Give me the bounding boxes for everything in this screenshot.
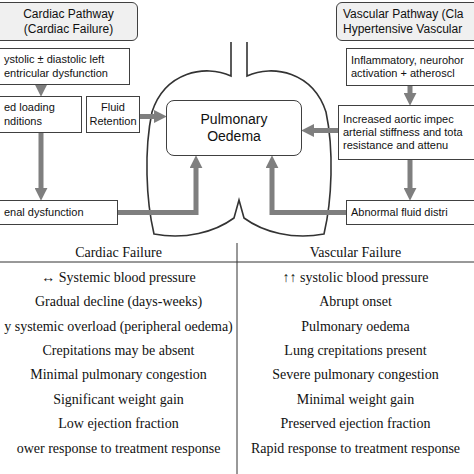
table-cell: Minimal weight gain — [239, 391, 472, 409]
process-box: enal dysfunction — [0, 200, 118, 225]
flow-arrow — [408, 86, 413, 97]
table-divider — [237, 243, 238, 474]
box-text: ystolic ± diastolic left entricular dysf… — [4, 53, 125, 79]
box-text: Inflammatory, neurohor activation + athe… — [351, 54, 469, 80]
flow-arrow — [272, 164, 346, 213]
pathway-header: Vascular Pathway (Cla Hypertensive Vascu… — [336, 2, 474, 41]
box-text: enal dysfunction — [4, 206, 113, 219]
table-cell: Preserved ejection fraction — [239, 415, 472, 433]
flow-arrow — [39, 85, 44, 88]
process-box: ystolic ± diastolic left entricular dysf… — [0, 48, 130, 85]
process-box: Increased aortic impec arterial stiffnes… — [338, 105, 474, 160]
table-cell: Crepitations may be absent — [2, 342, 235, 360]
process-box: Fluid Retention — [86, 96, 140, 133]
process-box: ed loading nditions — [0, 96, 82, 133]
table-cell: ower response to treatment response — [2, 440, 235, 458]
table-header: Vascular Failure — [239, 244, 472, 262]
table-cell: Low ejection fraction — [2, 415, 235, 433]
process-box: Inflammatory, neurohor activation + athe… — [346, 48, 474, 86]
flow-arrow — [408, 160, 413, 192]
lung-outline — [147, 42, 331, 236]
table-cell: Abrupt onset — [239, 293, 472, 311]
table-header: Cardiac Failure — [2, 244, 235, 262]
table-cell: Significant weight gain — [2, 391, 235, 409]
table-cell: Pulmonary oedema — [239, 318, 472, 336]
process-box: Abnormal fluid distri — [346, 200, 474, 225]
table-cell: ↔ Systemic blood pressure — [2, 269, 235, 287]
table-cell: Severe pulmonary congestion — [239, 366, 472, 384]
flow-arrow — [118, 164, 196, 213]
box-text: ed loading nditions — [4, 101, 77, 127]
box-text: Cardiac Pathway (Cardiac Failure) — [4, 7, 133, 36]
box-text: Increased aortic impec arterial stiffnes… — [343, 113, 469, 153]
box-text: Vascular Pathway (Cla Hypertensive Vascu… — [343, 7, 469, 36]
flow-arrow — [140, 114, 158, 119]
table-cell: ↑↑ systolic blood pressure — [239, 269, 472, 287]
pathway-header: Cardiac Pathway (Cardiac Failure) — [0, 2, 138, 41]
table-cell: Gradual decline (days-weeks) — [2, 293, 235, 311]
box-text: Pulmonary Oedema — [173, 111, 295, 145]
flow-arrow — [310, 128, 338, 133]
box-text: Abnormal fluid distri — [351, 206, 469, 219]
central-box: Pulmonary Oedema — [166, 100, 302, 156]
table-cell: Minimal pulmonary congestion — [2, 366, 235, 384]
table-cell: y systemic overload (peripheral oedema) — [2, 318, 235, 336]
table-cell: Rapid response to treatment response — [239, 440, 472, 458]
flow-arrow — [39, 133, 44, 192]
table-cell: Lung crepitations present — [239, 342, 472, 360]
box-text: Fluid Retention — [89, 101, 137, 127]
